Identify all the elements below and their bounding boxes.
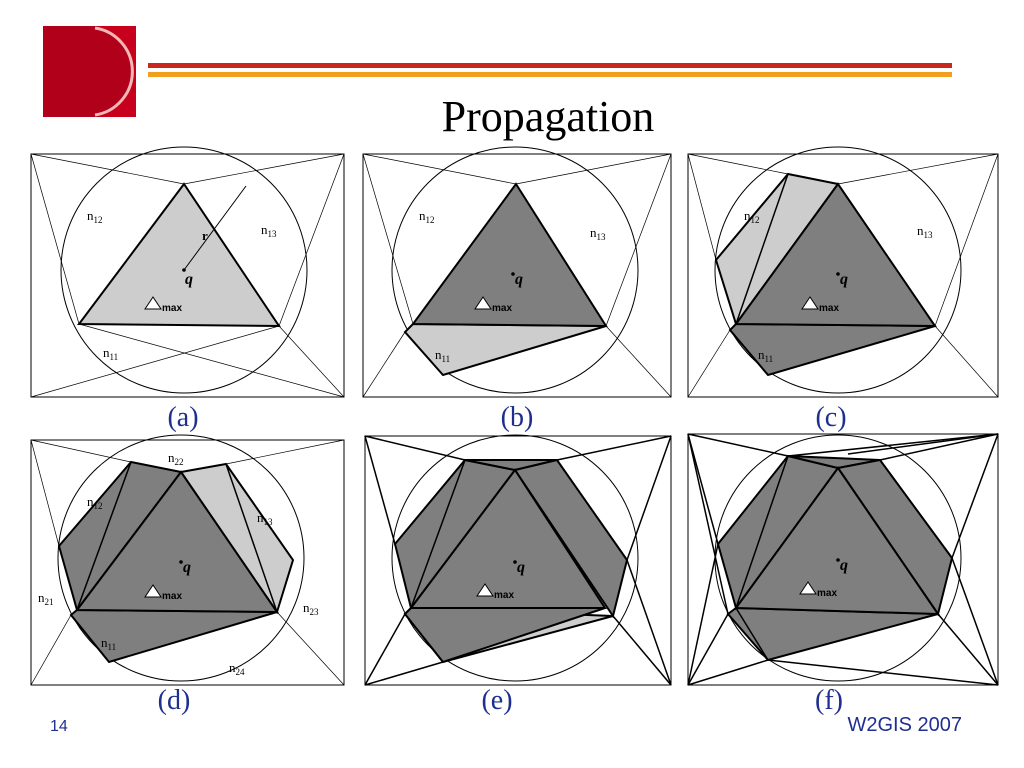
max-label: max bbox=[492, 303, 512, 314]
max-triangle-icon bbox=[801, 296, 819, 310]
radius-line bbox=[183, 185, 247, 271]
search-triangle bbox=[75, 470, 279, 614]
panel-a-diagram: q r max n12 n13 n11 bbox=[30, 146, 345, 398]
caption-d: (d) bbox=[157, 685, 191, 716]
q-label: q bbox=[183, 559, 191, 576]
max-label: max bbox=[819, 303, 839, 314]
max-triangle-icon bbox=[144, 584, 162, 598]
panel-c-diagram: q max n12 n13 n11 bbox=[687, 146, 999, 398]
panel-e: q max bbox=[364, 434, 672, 686]
search-triangle bbox=[408, 468, 607, 609]
max-triangle-icon bbox=[144, 296, 162, 310]
max-label: max bbox=[162, 303, 182, 314]
page-number: 14 bbox=[50, 718, 68, 735]
q-label: q bbox=[185, 271, 193, 288]
max-label: max bbox=[494, 590, 514, 601]
r-label: r bbox=[202, 228, 208, 243]
caption-a: (a) bbox=[167, 402, 199, 433]
panel-b-diagram: q max n12 n13 n11 bbox=[362, 146, 672, 398]
max-label: max bbox=[817, 588, 837, 599]
header-rule-red bbox=[148, 63, 952, 68]
panel-e-diagram: q max bbox=[364, 434, 672, 686]
header-rule-orange bbox=[148, 72, 952, 77]
q-label: q bbox=[515, 271, 523, 288]
caption-c: (c) bbox=[815, 402, 847, 433]
conference-logo bbox=[43, 26, 136, 117]
q-label: q bbox=[840, 557, 848, 574]
search-triangle bbox=[77, 182, 281, 328]
search-triangle bbox=[411, 182, 608, 328]
panel-f: q max bbox=[687, 433, 999, 686]
search-triangle bbox=[734, 182, 937, 328]
max-triangle-icon bbox=[476, 583, 494, 597]
max-triangle-icon bbox=[799, 581, 817, 595]
panel-a: q r max n12 n13 n11 bbox=[30, 146, 345, 398]
max-triangle-icon bbox=[474, 296, 492, 310]
q-label: q bbox=[840, 271, 848, 288]
slide-title: Propagation bbox=[441, 92, 655, 141]
max-label: max bbox=[162, 591, 182, 602]
q-label: q bbox=[517, 559, 525, 576]
panel-c: q max n12 n13 n11 bbox=[687, 146, 999, 398]
caption-f: (f) bbox=[815, 685, 843, 716]
footer-conference: W2GIS 2007 bbox=[847, 714, 962, 736]
panel-d-diagram: q max n22 n12 n13 n21 n23 n11 n24 bbox=[30, 434, 345, 686]
panel-d: q max n22 n12 n13 n21 n23 n11 n24 bbox=[30, 434, 345, 686]
caption-e: (e) bbox=[481, 685, 513, 716]
caption-b: (b) bbox=[500, 402, 534, 433]
panel-b: q max n12 n13 n11 bbox=[362, 146, 672, 398]
panel-f-diagram: q max bbox=[687, 433, 999, 686]
